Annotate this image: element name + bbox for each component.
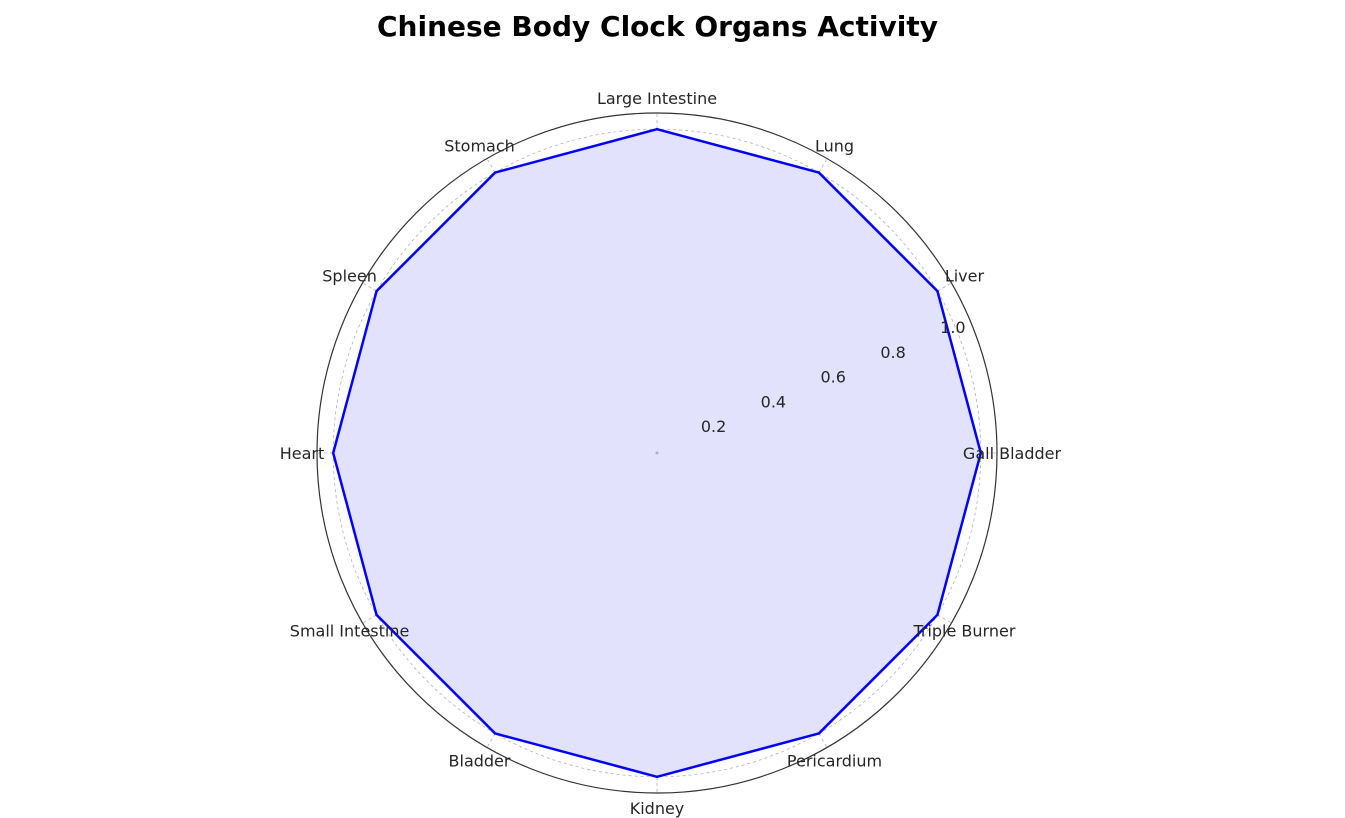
category-label-triple-burner: Triple Burner <box>912 622 1015 641</box>
r-tick-label: 0.8 <box>880 343 905 362</box>
category-label-heart: Heart <box>280 444 325 463</box>
data-point-large-intestine <box>655 127 659 131</box>
data-point-heart <box>331 451 335 455</box>
category-label-large-intestine: Large Intestine <box>597 89 717 108</box>
data-point-liver <box>936 289 939 293</box>
category-label-stomach: Stomach <box>444 137 515 156</box>
outer-layer <box>316 112 998 794</box>
data-point-bladder <box>493 732 497 735</box>
data-point-triple-burner <box>936 613 939 617</box>
data-point-small-intestine <box>375 613 378 617</box>
category-label-lung: Lung <box>815 137 854 156</box>
data-point-lung <box>817 171 821 174</box>
category-labels: Gall Bladder Liver Lung Large IntestineStom… <box>280 89 1062 818</box>
r-tick-label: 0.4 <box>761 392 786 411</box>
r-tick-labels: 0.2 0.4 0.6 0.8 1.0 <box>701 318 966 436</box>
r-tick-label: 0.2 <box>701 417 726 436</box>
category-label-spleen: Spleen <box>322 267 377 286</box>
category-label-bladder: Bladder <box>449 751 511 770</box>
r-tick-label: 0.6 <box>820 368 845 387</box>
category-label-kidney: Kidney <box>630 799 685 818</box>
data-point-stomach <box>493 171 497 174</box>
center-point <box>655 451 659 455</box>
outer-frame <box>316 112 998 794</box>
category-label-pericardium: Pericardium <box>787 751 882 770</box>
data-point-spleen <box>375 289 378 293</box>
category-label-liver: Liver <box>945 267 985 286</box>
data-point-kidney <box>655 775 659 779</box>
chart-title: Chinese Body Clock Organs Activity <box>376 10 938 43</box>
category-label-gall-bladder: Gall Bladder <box>963 444 1062 463</box>
category-label-small-intestine: Small Intestine <box>290 622 410 641</box>
data-point-gall-bladder <box>979 451 983 455</box>
data-point-pericardium <box>817 732 821 735</box>
r-tick-label: 1.0 <box>940 318 965 337</box>
